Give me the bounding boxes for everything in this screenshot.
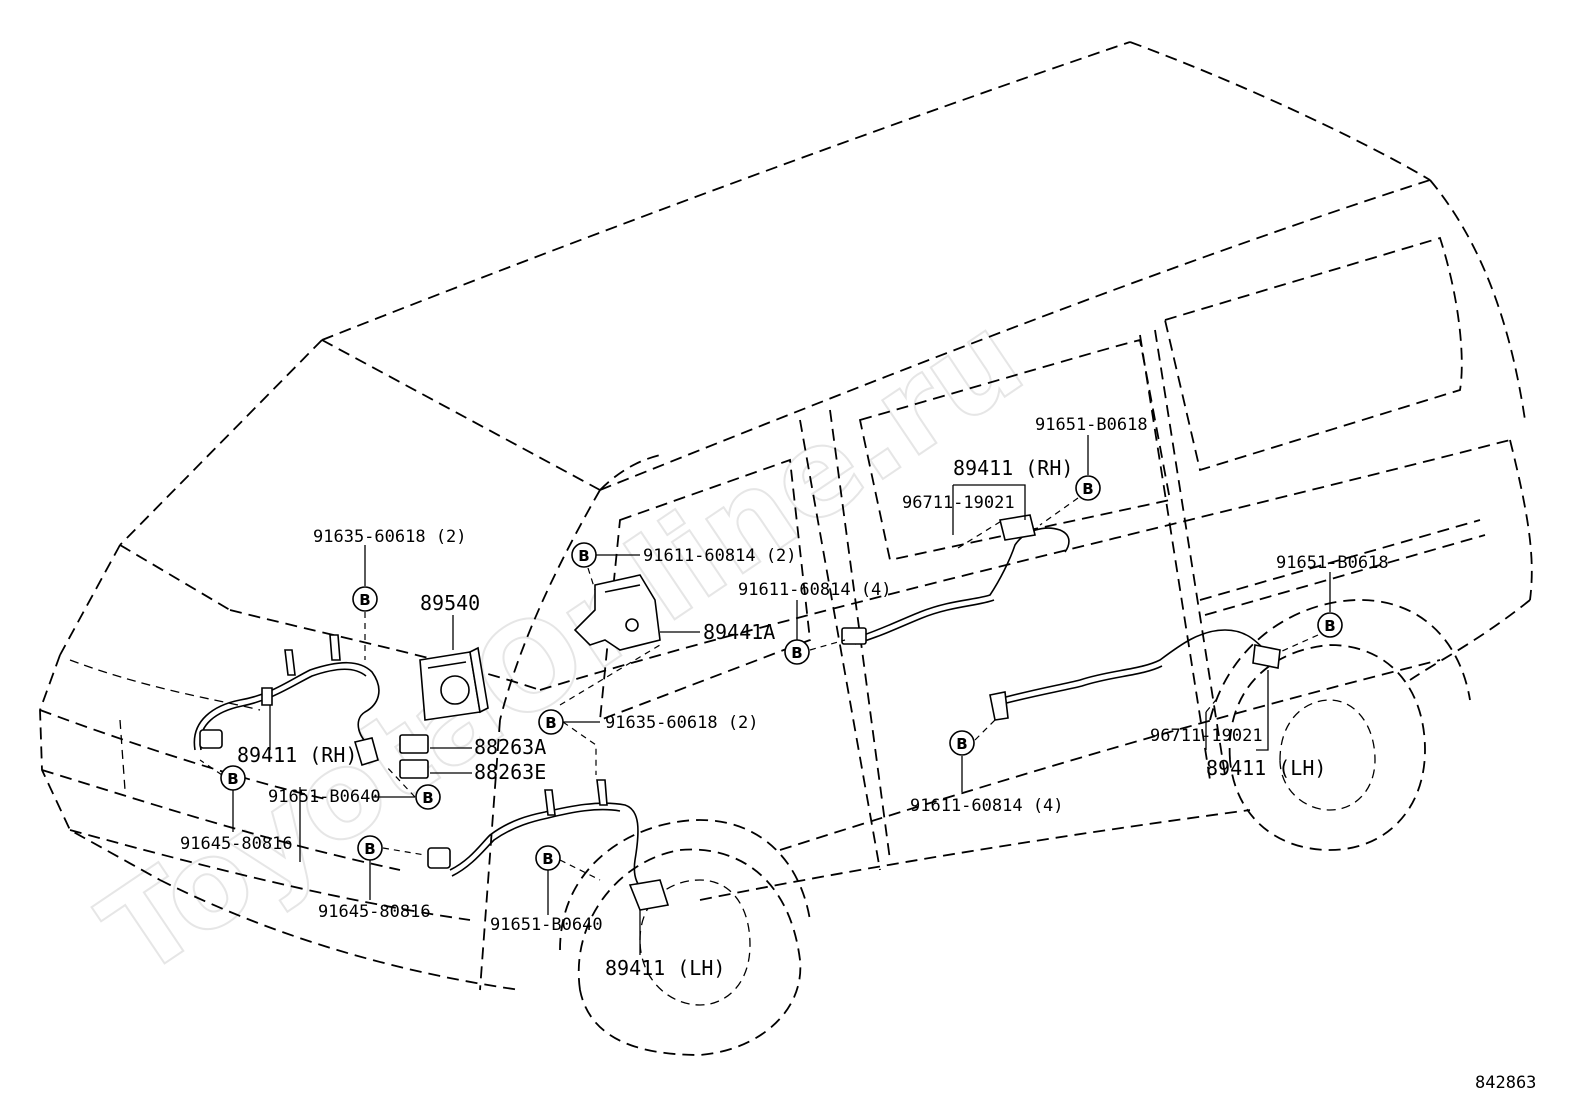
label-88263e: 88263E — [474, 760, 546, 784]
svg-text:B: B — [956, 735, 967, 753]
svg-text:B: B — [364, 840, 375, 858]
front-lh-sensor-harness — [427, 779, 670, 911]
diagram-code: 842863 — [1475, 1073, 1536, 1093]
label-91635-60618-mid: 91635-60618 (2) — [605, 713, 759, 733]
bolt-icon: B — [538, 709, 564, 735]
svg-text:B: B — [227, 770, 238, 788]
label-91651-b0618-rear-rh: 91651-B0618 — [1035, 415, 1148, 435]
rear-rh-sensor-harness — [841, 514, 1070, 645]
label-96711-19021-rear-rh: 96711-19021 — [902, 493, 1015, 513]
label-89441a: 89441A — [703, 620, 775, 644]
label-89540: 89540 — [420, 591, 480, 615]
bracket — [573, 574, 661, 651]
label-91635-60618-top: 91635-60618 (2) — [313, 527, 467, 547]
ecu-box — [419, 646, 489, 721]
svg-text:B: B — [545, 714, 556, 732]
bolt-icon: B — [415, 784, 441, 810]
leader-lines — [199, 435, 1331, 955]
svg-text:B: B — [1082, 480, 1093, 498]
label-91651-b0640-bottom: 91651-B0640 — [490, 915, 603, 935]
label-91651-b0640-front: 91651-B0640 — [268, 787, 381, 807]
label-91645-80816-left: 91645-80816 — [180, 834, 293, 854]
bolt-icon: B — [352, 586, 378, 612]
svg-text:B: B — [578, 547, 589, 565]
svg-text:B: B — [359, 591, 370, 609]
label-91611-60814-mid: 91611-60814 (4) — [738, 580, 892, 600]
bolt-icon: B — [357, 835, 383, 861]
bolt-icon: B — [949, 730, 975, 756]
label-96711-19021-rear-lh: 96711-19021 — [1150, 726, 1263, 746]
label-88263a: 88263A — [474, 735, 546, 759]
label-89411-rear-rh: 89411 (RH) — [953, 456, 1073, 480]
bolt-symbols: B B B B B B B B B B B — [220, 475, 1343, 871]
bolt-icon: B — [535, 845, 561, 871]
bolt-icon: B — [220, 765, 246, 791]
relays — [399, 734, 429, 779]
label-91645-80816-bottom: 91645-80816 — [318, 902, 431, 922]
front-rh-sensor-harness — [193, 634, 380, 767]
label-91611-60814-rear: 91611-60814 (4) — [910, 796, 1064, 816]
label-91651-b0618-rear-lh: 91651-B0618 — [1276, 553, 1389, 573]
label-91611-60814-bracket: 91611-60814 (2) — [643, 546, 797, 566]
label-89411-rear-lh: 89411 (LH) — [1206, 756, 1326, 780]
svg-text:B: B — [1324, 617, 1335, 635]
svg-text:B: B — [542, 850, 553, 868]
svg-text:B: B — [791, 644, 802, 662]
part-labels: 91635-60618 (2) 89540 89411 (RH) 88263A … — [180, 415, 1389, 980]
vehicle-outline — [39, 41, 1533, 1056]
bolt-icon: B — [1075, 475, 1101, 501]
rear-lh-sensor-harness — [989, 629, 1281, 721]
svg-text:B: B — [422, 789, 433, 807]
label-89411-front-rh: 89411 (RH) — [237, 743, 357, 767]
bolt-icon: B — [1317, 612, 1343, 638]
bolt-icon: B — [784, 639, 810, 665]
bolt-icon: B — [571, 542, 597, 568]
watermark: ToyotaOnline.ru — [78, 288, 1046, 1004]
label-89411-front-lh: 89411 (LH) — [605, 956, 725, 980]
